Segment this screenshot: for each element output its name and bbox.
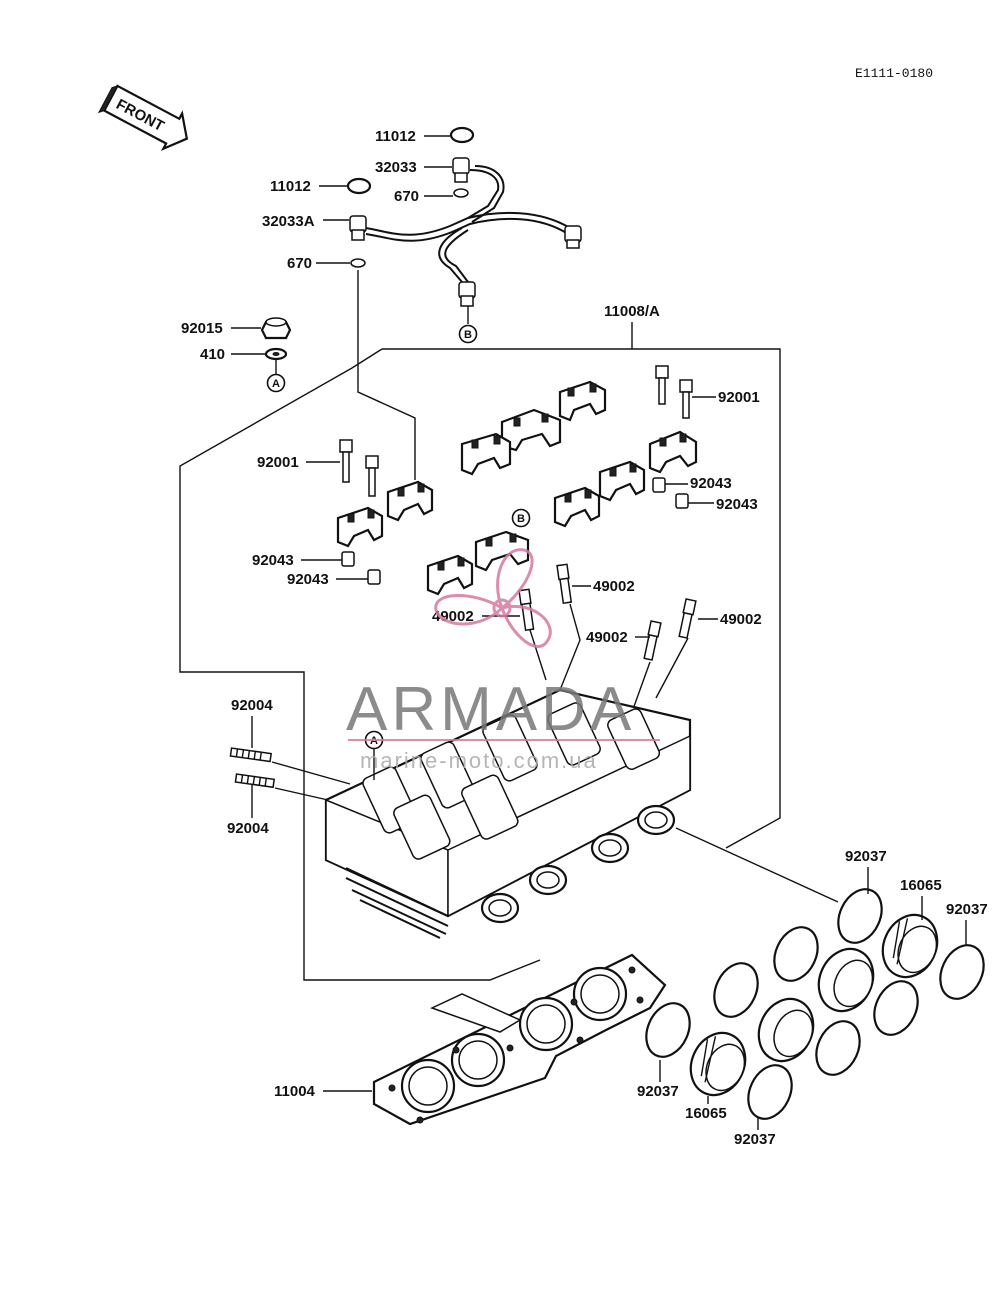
studs-92004 [229,747,276,789]
label-11012-top: 11012 [375,128,416,145]
label-11008A: 11008/A [604,303,660,320]
label-92004-top: 92004 [231,697,273,714]
label-92004-bot: 92004 [227,820,269,837]
ref-marker-b-head-label: B [517,513,525,525]
intake-holders [645,888,985,1120]
label-49002-b: 49002 [432,608,474,625]
camshaft-caps [336,380,698,596]
propeller-logo-icon [434,548,552,648]
clamp-92037-c [645,1002,691,1058]
watermark: ARMADA marine-moto.com.ua [346,548,660,773]
label-32033: 32033 [375,159,417,176]
label-92001-left: 92001 [257,454,299,471]
bolts-92001 [339,365,693,497]
oil-jets-49002 [518,563,697,661]
banjo-bolt-32033 [452,157,470,175]
label-49002-a: 49002 [593,578,635,595]
cap-11012-top [449,126,475,144]
clamp-92037-b [837,888,883,944]
clamp-92037-a [939,944,985,1000]
label-49002-c: 49002 [586,629,628,646]
holder-16065-a [881,913,939,979]
watermark-tagline: marine-moto.com.ua [360,748,598,773]
label-92043-l2: 92043 [287,571,329,588]
label-92015: 92015 [181,320,223,337]
label-92043-l1: 92043 [252,552,294,569]
cap-11012-left [346,177,372,195]
washer-670-top [453,188,469,198]
watermark-brand: ARMADA [346,675,635,744]
label-11012-left: 11012 [270,178,311,195]
diagram-code: E1111-0180 [855,66,933,81]
cylinder-head-group-outline [179,348,781,981]
label-92001-right: 92001 [718,389,760,406]
oil-pipe-assembly: B [346,126,582,344]
label-32033A: 32033A [262,213,315,230]
label-670-left: 670 [287,255,312,272]
label-16065-b: 16065 [685,1105,727,1122]
ref-marker-a-nut-label: A [272,378,280,390]
nut-92015 [260,317,292,340]
washer-670-left [350,258,366,268]
ref-marker-b-pipe [458,324,478,344]
label-92037-c: 92037 [637,1083,679,1100]
ref-marker-b-pipe-label: B [464,329,472,341]
clamp-92037-d [747,1064,793,1120]
label-11004: 11004 [274,1083,316,1100]
ref-marker-b-head [511,508,531,528]
label-92043-r2: 92043 [716,496,758,513]
label-92043-r1: 92043 [690,475,732,492]
front-arrow-icon: FRONT [97,84,189,152]
cylinder-head [324,688,692,939]
holder-16065-b [689,1031,747,1097]
label-410: 410 [200,346,225,363]
ref-marker-a-nut [266,373,286,393]
label-92037-d: 92037 [734,1131,776,1148]
label-92037-a: 92037 [845,848,887,865]
label-16065-a: 16065 [900,877,942,894]
label-92037-b: 92037 [946,901,988,918]
label-670-top: 670 [394,188,419,205]
head-gasket-11004 [372,953,667,1126]
label-49002-d: 49002 [720,611,762,628]
dowels-92043 [341,477,689,585]
